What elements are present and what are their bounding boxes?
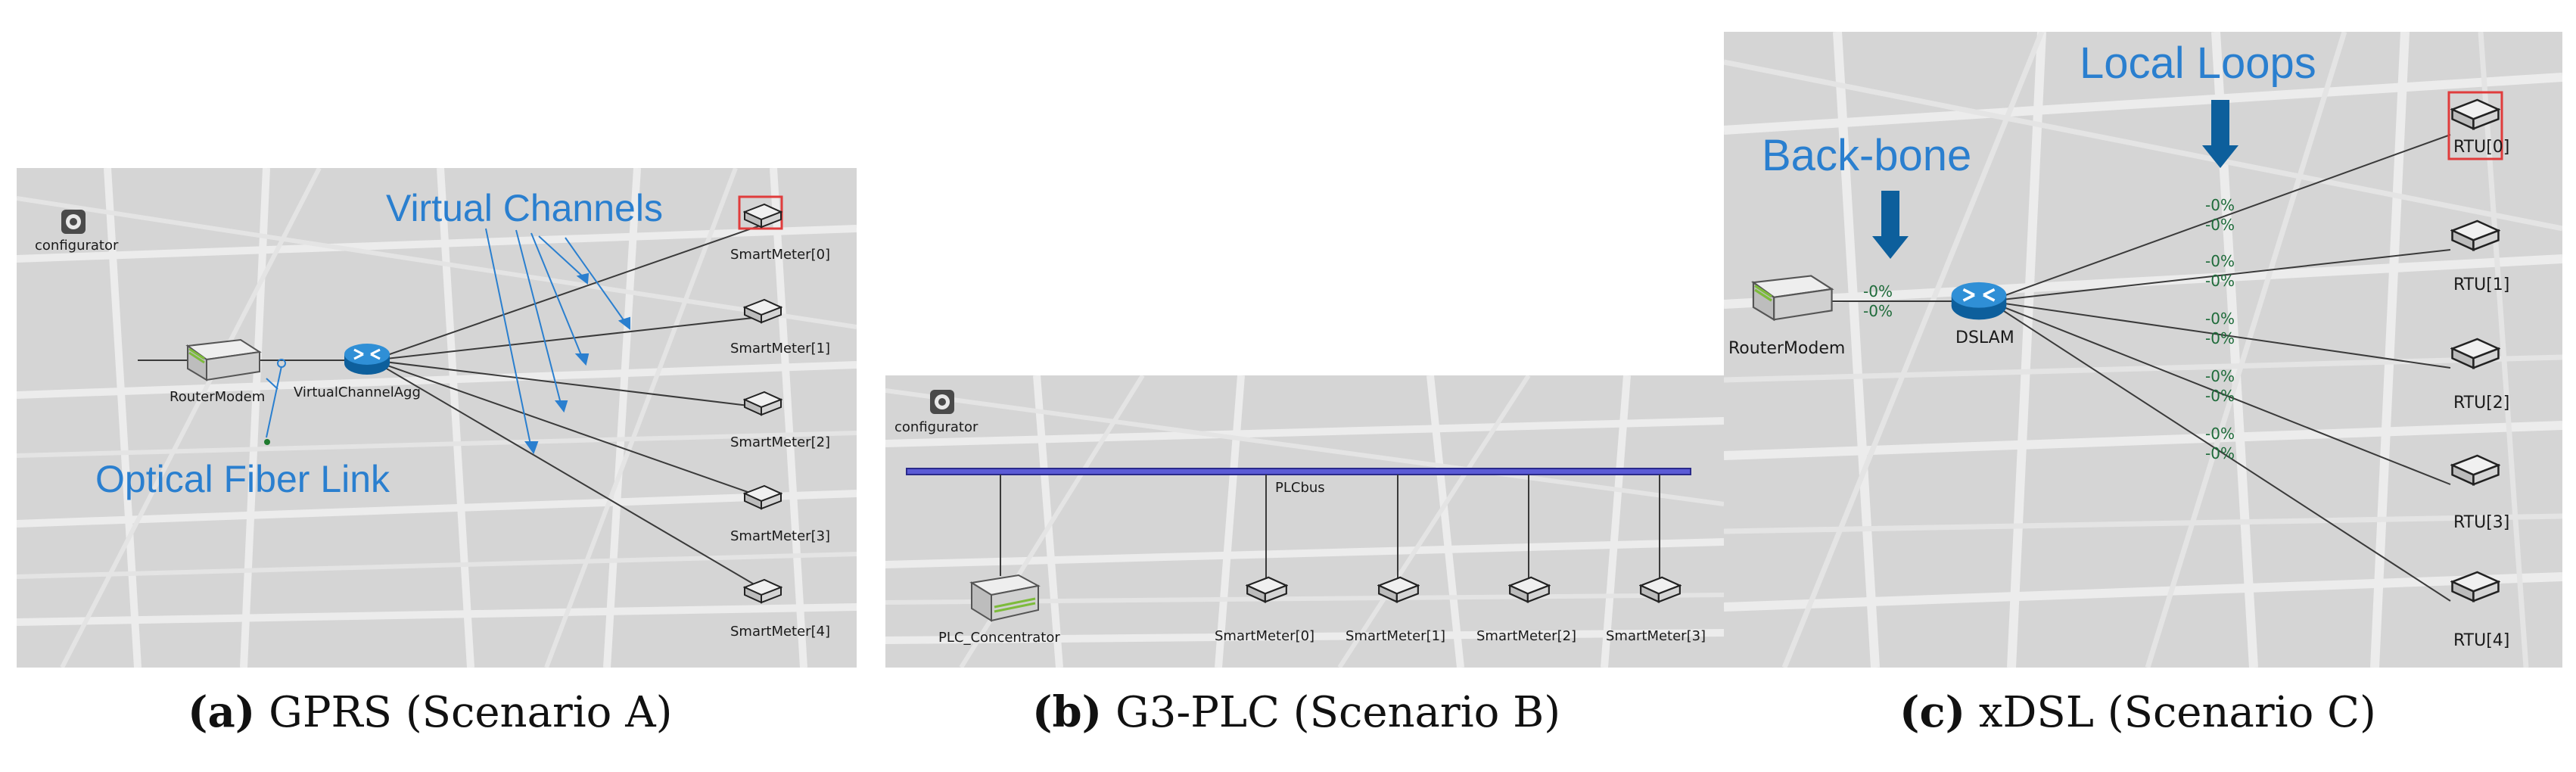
loop-percent: -0% bbox=[2205, 196, 2235, 214]
smart-meter-icon bbox=[1508, 576, 1551, 603]
smart-meter-icon bbox=[743, 298, 782, 324]
meter-label: SmartMeter[3] bbox=[730, 528, 831, 544]
annotation-backbone: Back-bone bbox=[1762, 131, 1972, 180]
meter-label: SmartMeter[2] bbox=[1476, 628, 1577, 644]
caption-text: G3-PLC (Scenario B) bbox=[1102, 688, 1561, 737]
meter-label: SmartMeter[4] bbox=[730, 624, 831, 640]
loop-percent: -0% bbox=[2205, 367, 2235, 385]
caption-letter: (a) bbox=[188, 687, 256, 737]
backbone-percent: -0% bbox=[1863, 282, 1893, 300]
meter-label: SmartMeter[0] bbox=[730, 247, 831, 263]
panel-gprs: configurator RouterModem VirtualChannelA… bbox=[17, 168, 857, 668]
loop-percent: -0% bbox=[2205, 272, 2235, 290]
smart-meter-icon bbox=[743, 484, 782, 510]
loop-percent: -0% bbox=[2205, 310, 2235, 328]
loop-percent: -0% bbox=[2205, 425, 2235, 443]
rtu-icon bbox=[2450, 338, 2500, 370]
panel-g3plc: configurator PLCbus PLC_Concentrator Sma… bbox=[885, 375, 1724, 668]
rtu-label: RTU[3] bbox=[2453, 513, 2510, 532]
configurator-icon[interactable] bbox=[59, 207, 88, 236]
configurator-icon[interactable] bbox=[928, 388, 957, 416]
dslam-icon[interactable] bbox=[1948, 279, 2010, 322]
smart-meter-icon bbox=[743, 578, 782, 604]
configurator-label: configurator bbox=[35, 238, 119, 254]
street-map bbox=[1724, 32, 2562, 668]
router-icon[interactable] bbox=[342, 341, 392, 377]
caption-c: (c) xDSL (Scenario C) bbox=[1899, 687, 2376, 737]
smart-meter-icon bbox=[743, 391, 782, 416]
rtu-label: RTU[0] bbox=[2453, 138, 2510, 157]
router-modem-label: RouterModem bbox=[1728, 339, 1846, 358]
rtu-label: RTU[4] bbox=[2453, 631, 2510, 650]
meter-label: SmartMeter[1] bbox=[1346, 628, 1446, 644]
rtu-icon bbox=[2450, 454, 2500, 487]
rtu-label: RTU[2] bbox=[2453, 394, 2510, 412]
dslam-label: DSLAM bbox=[1955, 328, 2014, 347]
rtu-icon bbox=[2450, 571, 2500, 603]
router-modem-label: RouterModem bbox=[170, 389, 266, 405]
bus-label: PLCbus bbox=[1275, 480, 1325, 496]
loop-percent: -0% bbox=[2205, 252, 2235, 270]
loop-percent: -0% bbox=[2205, 216, 2235, 234]
caption-letter: (b) bbox=[1032, 687, 1103, 737]
rtu-label: RTU[1] bbox=[2453, 275, 2510, 294]
loop-percent: -0% bbox=[2205, 387, 2235, 405]
annotation-local-loops: Local Loops bbox=[2080, 39, 2316, 88]
caption-text: xDSL (Scenario C) bbox=[1965, 688, 2376, 737]
annotation-optical-fiber: Optical Fiber Link bbox=[95, 458, 390, 500]
smart-meter-icon bbox=[743, 203, 782, 229]
meter-label: SmartMeter[0] bbox=[1215, 628, 1315, 644]
caption-text: GPRS (Scenario A) bbox=[255, 688, 673, 737]
caption-b: (b) G3-PLC (Scenario B) bbox=[1032, 687, 1560, 737]
concentrator-label: PLC_Concentrator bbox=[938, 630, 1060, 646]
backbone-percent: -0% bbox=[1863, 302, 1893, 320]
rtu-icon bbox=[2450, 98, 2500, 131]
router-modem-icon[interactable] bbox=[1745, 272, 1836, 325]
meter-label: SmartMeter[1] bbox=[730, 341, 831, 356]
meter-label: SmartMeter[2] bbox=[730, 434, 831, 450]
caption-a: (a) GPRS (Scenario A) bbox=[188, 687, 672, 737]
loop-percent: -0% bbox=[2205, 329, 2235, 347]
smart-meter-icon bbox=[1246, 576, 1288, 603]
router-modem-icon[interactable] bbox=[180, 338, 263, 384]
loop-percent: -0% bbox=[2205, 444, 2235, 462]
panel-xdsl: RouterModem DSLAM -0% -0% -0% -0% -0% -0… bbox=[1724, 32, 2562, 668]
concentrator-icon[interactable] bbox=[966, 574, 1041, 624]
caption-letter: (c) bbox=[1899, 687, 1966, 737]
smart-meter-icon bbox=[1639, 576, 1682, 603]
street-map bbox=[17, 168, 857, 668]
annotation-virtual-channels: Virtual Channels bbox=[386, 187, 663, 229]
smart-meter-icon bbox=[1377, 576, 1420, 603]
bus-lines bbox=[906, 468, 1691, 578]
links-c bbox=[1822, 91, 2503, 602]
street-map bbox=[885, 375, 1724, 668]
agg-label: VirtualChannelAgg bbox=[294, 384, 421, 400]
links-a bbox=[138, 195, 783, 596]
rtu-icon bbox=[2450, 219, 2500, 252]
meter-label: SmartMeter[3] bbox=[1606, 628, 1706, 644]
configurator-label: configurator bbox=[894, 419, 978, 435]
